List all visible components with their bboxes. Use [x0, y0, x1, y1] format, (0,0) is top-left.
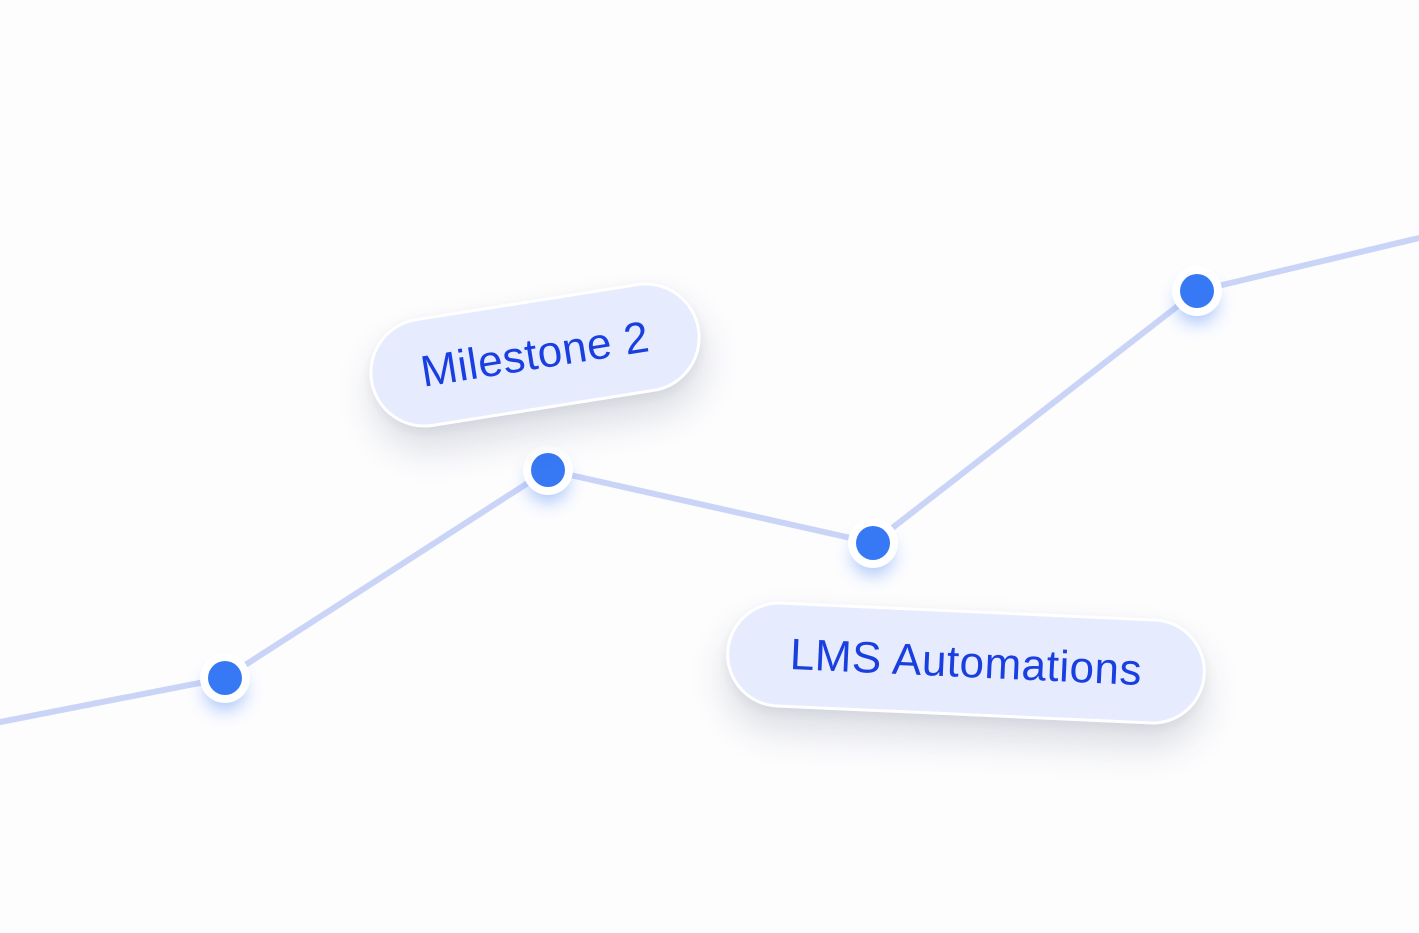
lms-automations-label: LMS Automations: [723, 599, 1209, 727]
data-point-1: [200, 653, 250, 710]
data-point-3: [848, 518, 898, 575]
milestone-2-label-text: Milestone 2: [417, 312, 653, 397]
data-point-4: [1172, 266, 1222, 323]
data-points: [200, 266, 1222, 710]
series-path: [0, 235, 1419, 725]
vertical-gridlines: [224, 0, 1198, 933]
series-line: [0, 235, 1419, 725]
data-point-2: [523, 445, 573, 502]
lms-automations-label-text: LMS Automations: [788, 630, 1144, 695]
